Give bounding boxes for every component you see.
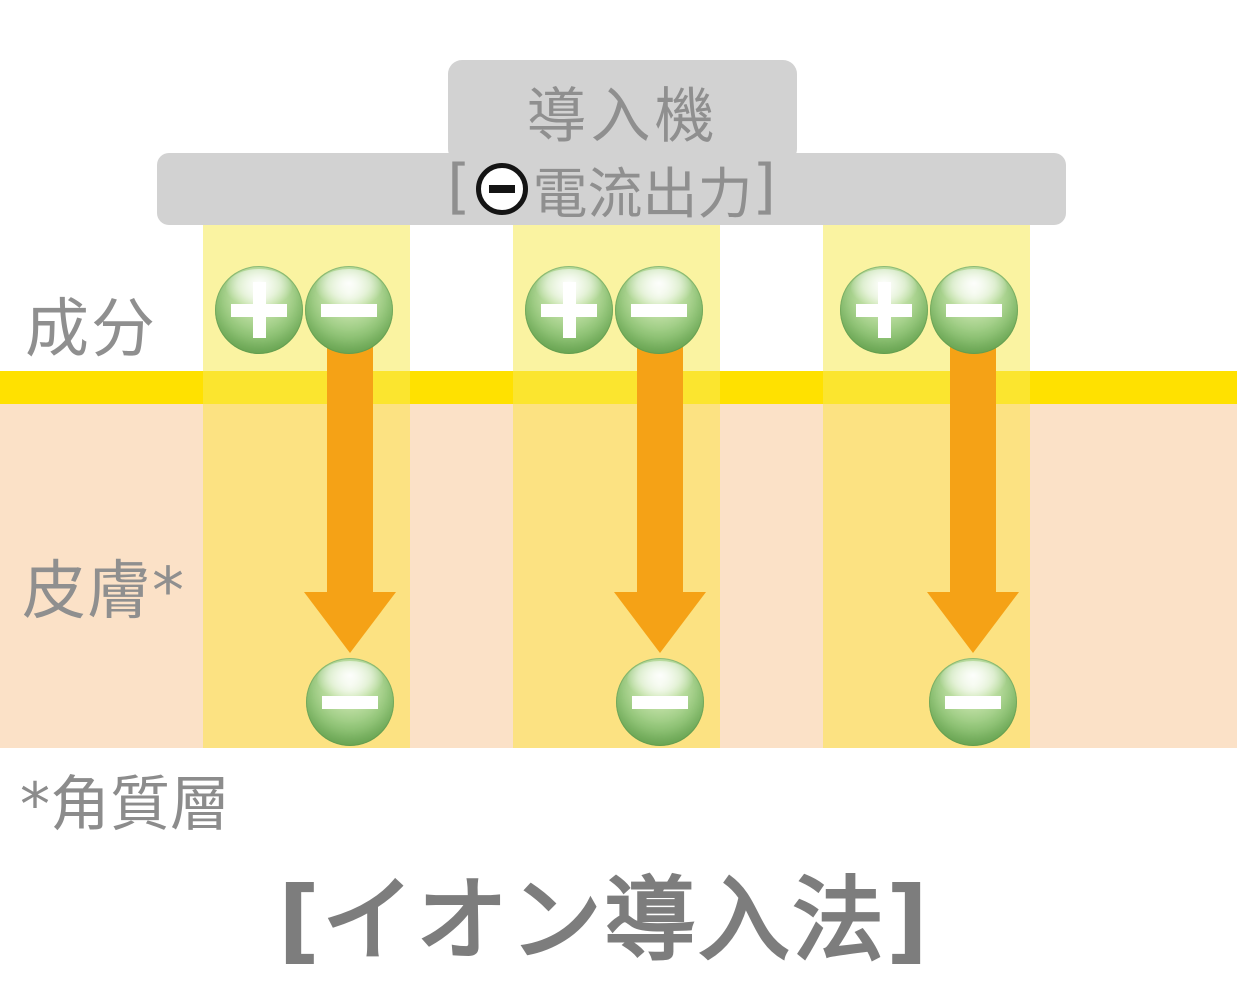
down-arrow-icon <box>927 592 1019 653</box>
plus-icon <box>525 266 613 354</box>
absorbed-negative-ion-sphere <box>616 658 704 746</box>
electrode-label-text: 電流出力 <box>532 162 753 226</box>
skin-label: 皮膚* <box>22 555 185 629</box>
down-arrow-icon <box>614 592 706 653</box>
minus-icon <box>930 266 1018 354</box>
device-head: 導入機 <box>448 60 797 163</box>
footnote-label: *角質層 <box>20 770 230 840</box>
minus-icon <box>616 658 704 746</box>
absorbed-negative-ion-sphere <box>929 658 1017 746</box>
arrow-shaft <box>327 344 373 592</box>
minus-circle-icon <box>476 163 529 215</box>
arrow-shaft <box>950 344 996 592</box>
electrode-label: [ 電流出力 ] <box>447 149 776 229</box>
electrode-bar: [ 電流出力 ] <box>157 152 1066 226</box>
plus-icon <box>215 266 303 354</box>
positive-ion-sphere <box>215 266 303 354</box>
down-arrow-icon <box>304 592 396 653</box>
minus-icon <box>305 266 393 354</box>
bracket-open: [ <box>447 152 471 222</box>
absorbed-negative-ion-sphere <box>306 658 394 746</box>
plus-icon <box>840 266 928 354</box>
diagram-title: [イオン導入法] <box>277 867 931 974</box>
minus-icon <box>306 658 394 746</box>
minus-icon <box>929 658 1017 746</box>
positive-ion-sphere <box>525 266 613 354</box>
device-label: 導入機 <box>526 82 719 152</box>
minus-icon <box>615 266 703 354</box>
positive-ion-sphere <box>840 266 928 354</box>
negative-ion-sphere <box>615 266 703 354</box>
negative-ion-sphere <box>930 266 1018 354</box>
arrow-shaft <box>637 344 683 592</box>
ingredient-label: 成分 <box>25 293 157 367</box>
negative-ion-sphere <box>305 266 393 354</box>
bracket-close: ] <box>752 152 776 222</box>
